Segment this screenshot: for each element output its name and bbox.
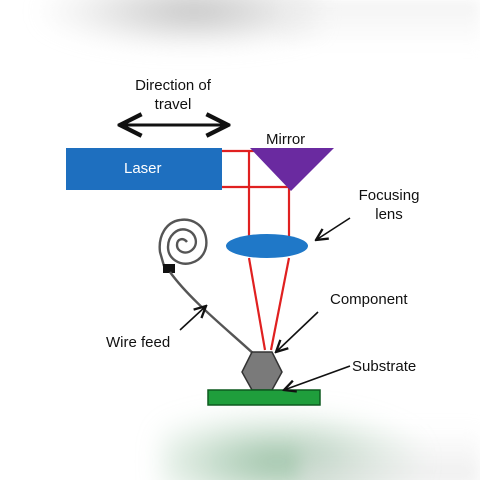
wire-feed-label: Wire feed — [106, 334, 171, 351]
laser-label: Laser — [124, 160, 162, 177]
wire-feed-nozzle — [163, 264, 175, 273]
spiral-wire-spool-icon — [158, 218, 208, 267]
blurred-background-top-right — [280, 0, 480, 50]
laser-beam — [222, 149, 292, 351]
direction-label-line2: travel — [154, 96, 192, 113]
component — [241, 351, 283, 391]
direction-of-travel-label: Direction of travel — [118, 76, 228, 114]
pointer-arrow-icon — [276, 311, 319, 352]
pointer-arrow-icon — [284, 365, 351, 390]
focusing-label-line1: Focusing — [358, 187, 420, 204]
substrate — [207, 389, 321, 406]
blurred-background-top — [40, 0, 320, 50]
direction-label-line1: Direction of — [135, 77, 211, 94]
pointer-arrow-icon — [179, 306, 206, 331]
wire-feed-line — [169, 271, 257, 357]
laser-block — [66, 148, 222, 190]
mirror — [250, 148, 334, 191]
focusing-label-line2: lens — [375, 206, 403, 223]
pointer-arrow-icon — [316, 217, 351, 240]
focusing-lens-label: Focusing lens — [348, 186, 430, 224]
substrate-label: Substrate — [352, 358, 417, 375]
mirror-label: Mirror — [266, 131, 306, 148]
component-label: Component — [330, 291, 408, 308]
blurred-background-bottom-right — [300, 425, 480, 480]
focusing-lens — [226, 234, 308, 258]
